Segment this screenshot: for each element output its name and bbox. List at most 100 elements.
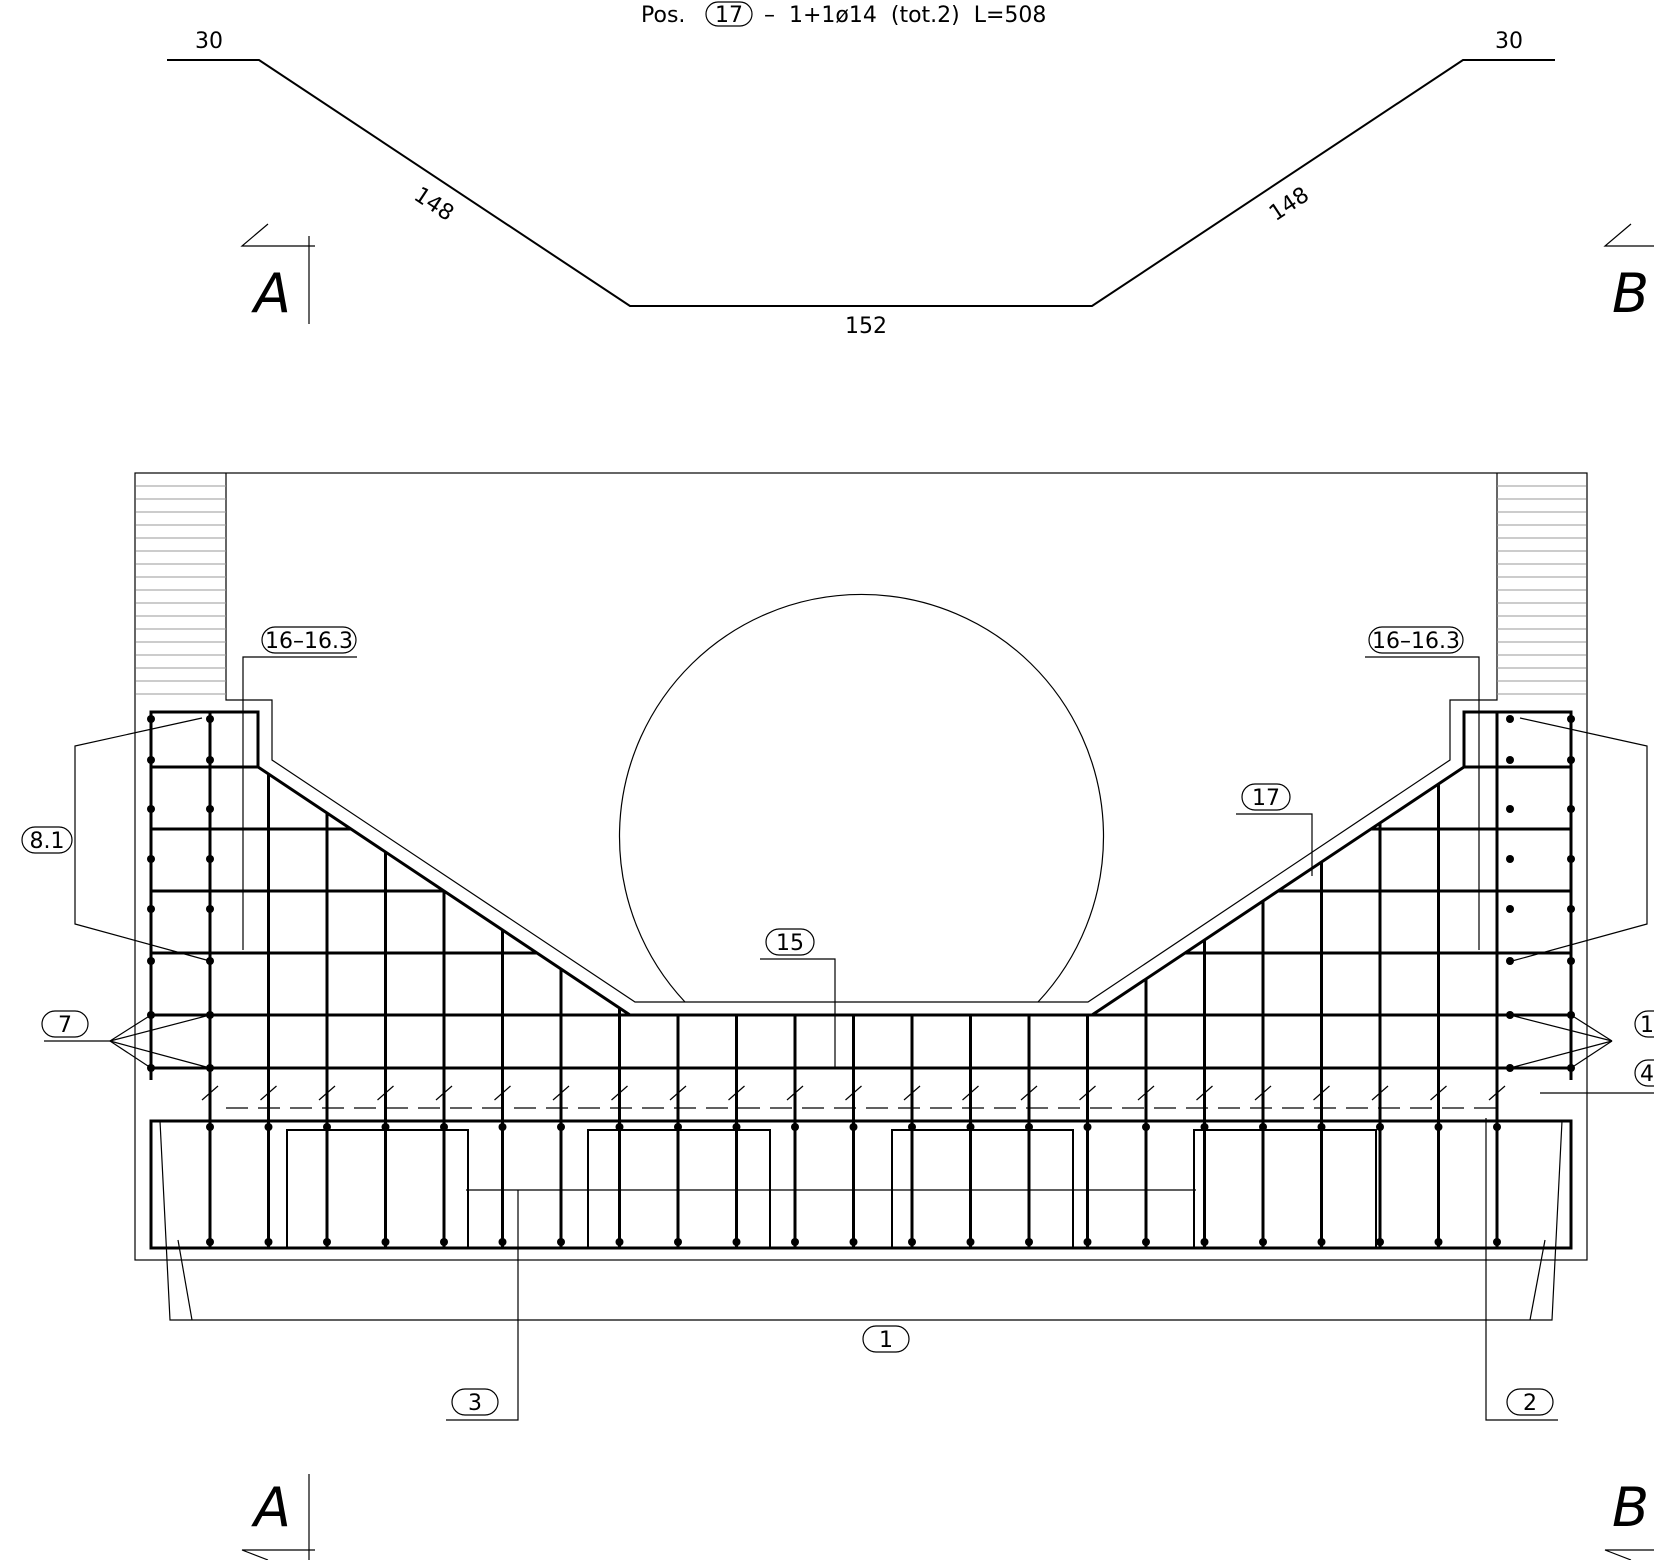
rebar-dot (206, 1238, 214, 1246)
rebar-dot (440, 1123, 448, 1131)
section-marker-b-bottom: B (1604, 1476, 1654, 1560)
rebar-dot (323, 1238, 331, 1246)
rebar-dot (908, 1123, 916, 1131)
rebar-dot (615, 1238, 624, 1246)
bubble-15 (765, 928, 815, 956)
rebar-dot (1434, 1238, 1443, 1246)
dim-slope-right-148: 148 (1265, 183, 1314, 227)
bubble-2 (1506, 1388, 1554, 1416)
rebar-dot (1493, 1123, 1501, 1131)
rebar-dot (1083, 1123, 1092, 1131)
rebar-dot (498, 1123, 507, 1131)
title-block: Pos. 17 – 1+1ø14 (tot.2) L=508 (641, 1, 1046, 28)
leader-8-1 (74, 717, 211, 962)
stirrup-4 (1193, 1129, 1377, 1249)
hatch-left-wall (136, 485, 226, 695)
rebar-tick (1079, 1085, 1096, 1101)
rebar-dot (1317, 1123, 1326, 1131)
rebar-bottom-slab (149, 1119, 1573, 1250)
section-a-top-letter: A (251, 262, 291, 325)
rebar-dot (1317, 1238, 1326, 1246)
rebar-tick (669, 1085, 687, 1101)
rebar-dot (1506, 957, 1514, 965)
rebar-dot (732, 1238, 741, 1246)
rebar-dot (1506, 855, 1514, 863)
rebar-tick (845, 1085, 862, 1101)
section-b-bottom-letter: B (1612, 1476, 1649, 1539)
label-16-left: 16–16.3 (265, 629, 353, 654)
rebar-dot (206, 715, 214, 723)
title-pos-bubble (705, 1, 753, 27)
rebar-grid (151, 712, 1571, 1248)
stirrup-3 (891, 1129, 1074, 1249)
rebar-dot (908, 1238, 916, 1246)
leader-right-8-1 (1511, 717, 1648, 962)
bubble-7 (41, 1010, 89, 1038)
rebar-dot (1493, 1238, 1501, 1246)
label-15: 15 (776, 931, 804, 956)
rebar-dot (1567, 715, 1575, 723)
rebar-dot (557, 1238, 565, 1246)
bar-shape-17: 30 30 148 148 152 (167, 29, 1555, 339)
rebar-tick (962, 1085, 979, 1101)
leader-3 (446, 1190, 519, 1421)
section-a-bottom-letter: A (251, 1476, 291, 1539)
rebar-dot (1506, 715, 1514, 723)
bubble-1 (862, 1325, 910, 1353)
label-2: 2 (1523, 1391, 1537, 1416)
rebar-tick (318, 1085, 336, 1101)
rebar-tick (1488, 1085, 1506, 1101)
outer-frame (134, 472, 1588, 1261)
label-right-1: 1 (1640, 1013, 1654, 1038)
leader-15 (760, 958, 836, 1068)
rebar-tick (494, 1085, 511, 1101)
rebar-dot (1567, 756, 1575, 764)
rebar-dot (1142, 1123, 1150, 1131)
rebar-dot (440, 1238, 448, 1246)
rebar-tick (1137, 1085, 1155, 1101)
rebar-dot (966, 1123, 975, 1131)
rebar-tick (552, 1085, 570, 1101)
section-marker-a-bottom: A (241, 1474, 315, 1560)
rebar-tick (201, 1085, 219, 1101)
label-16-right: 16–16.3 (1372, 629, 1460, 654)
bubble-16-right (1368, 626, 1464, 654)
section-marker-b-top: B (1603, 223, 1654, 325)
rebar-dot (557, 1123, 565, 1131)
label-right-4: 4 (1640, 1062, 1654, 1087)
rebar-dot (147, 715, 155, 723)
rebar-tick (1371, 1085, 1389, 1101)
rebar-dot (1200, 1238, 1209, 1246)
rebar-dot (791, 1238, 799, 1246)
rebar-dot (147, 756, 155, 764)
label-8-1: 8.1 (30, 829, 65, 854)
rebar-tick (1196, 1085, 1213, 1101)
label-7: 7 (58, 1013, 72, 1038)
rebar-tick (1313, 1085, 1330, 1101)
rebar-dot (147, 805, 155, 813)
rebar-dot (206, 855, 214, 863)
rebar-dot (1142, 1238, 1150, 1246)
dim-bottom-152: 152 (845, 314, 887, 339)
bar-shape-line (167, 59, 1555, 307)
rebar-dot (206, 905, 214, 913)
rebar-tick (786, 1085, 804, 1101)
rebar-dots (147, 715, 1575, 1246)
bubble-3 (451, 1388, 499, 1416)
rebar-dot (264, 1238, 273, 1246)
rebar-dot (381, 1123, 390, 1131)
leader-2 (1485, 1118, 1558, 1421)
rebar-tick (903, 1085, 921, 1101)
reinforcement-cage (147, 710, 1575, 1250)
rebar-dot (206, 1123, 214, 1131)
bubble-8-1 (21, 826, 73, 854)
callouts: 16–16.3 16–16.3 17 15 8.1 7 1 4 (21, 626, 1654, 1421)
rebar-dot (1567, 805, 1575, 813)
label-17: 17 (1252, 786, 1280, 811)
rebar-dot (966, 1238, 975, 1246)
rebar-dot (849, 1123, 858, 1131)
rebar-dot (849, 1238, 858, 1246)
rebar-dot (732, 1123, 741, 1131)
label-3: 3 (468, 1391, 482, 1416)
